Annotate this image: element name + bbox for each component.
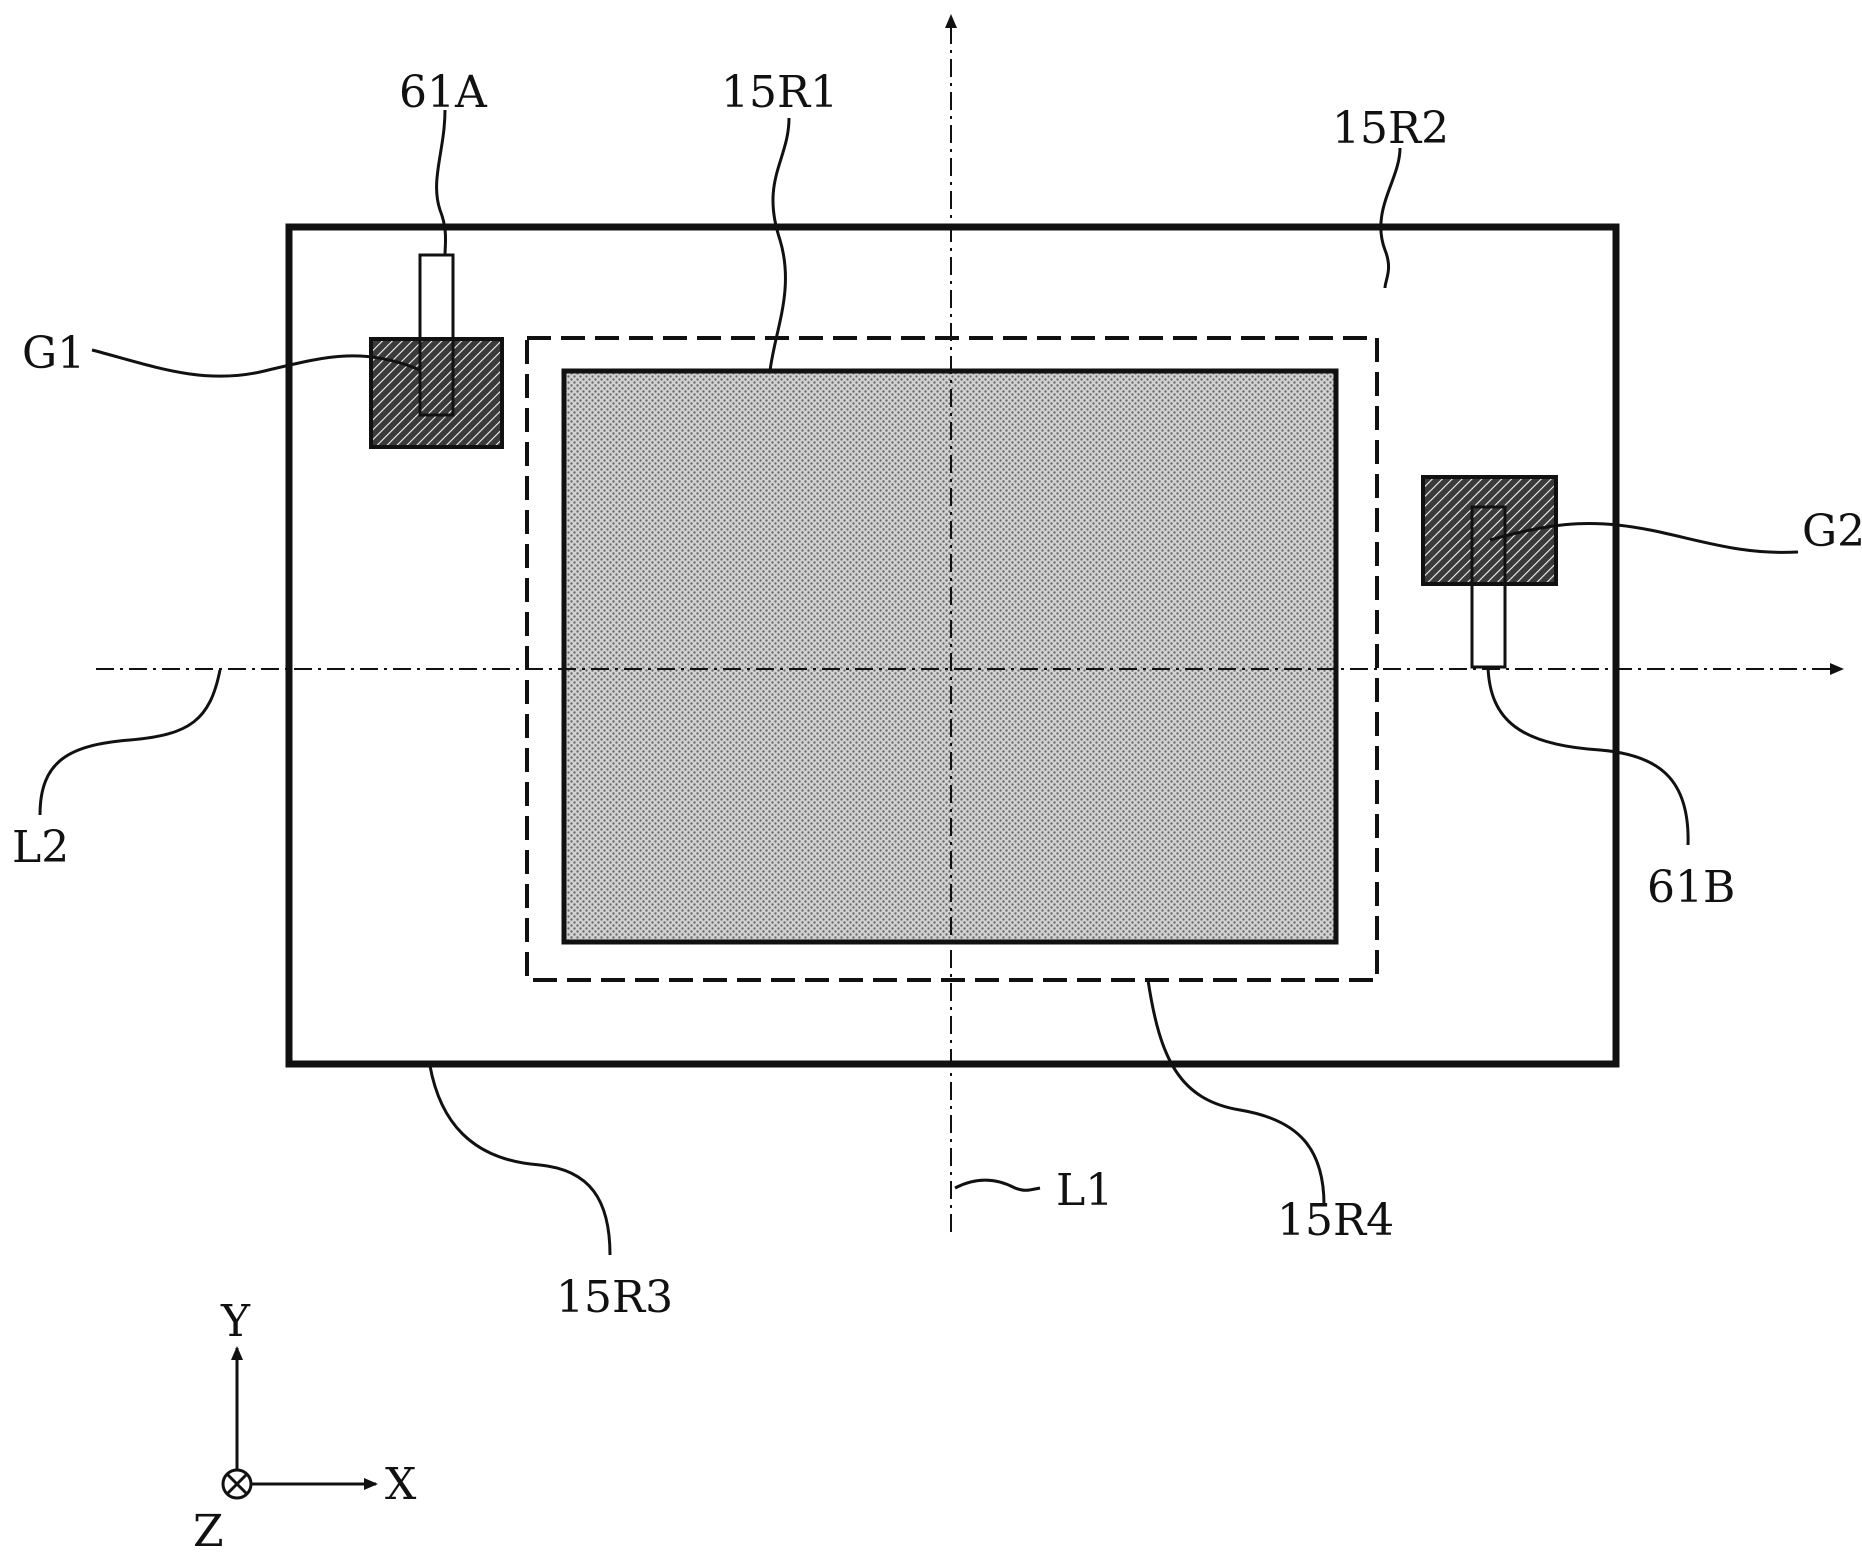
label-15R3: 15R3 [556,1272,673,1323]
coord-label-y: Y [220,1296,251,1347]
outer-boundary-15R3 [285,223,1620,1068]
label-G2: G2 [1802,506,1862,557]
pad-G2 [1421,475,1558,586]
label-L1: L1 [1056,1165,1113,1216]
leader-G1 [91,348,421,378]
label-61B: 61B [1647,862,1735,913]
label-15R4: 15R4 [1277,1195,1394,1246]
leader-61B [1486,666,1690,846]
label-15R1: 15R1 [721,67,838,118]
leader-G2 [1489,521,1799,554]
label-G1: G1 [22,328,85,379]
leader-15R2 [1379,147,1402,289]
leader-15R4 [1146,979,1326,1206]
coord-label-x: X [385,1459,417,1510]
terminal-61A [418,253,455,417]
leader-L1 [954,1178,1041,1192]
label-15R2: 15R2 [1332,103,1449,154]
leader-15R1 [768,117,791,372]
leader-61A [435,109,448,256]
coord-z-into-page-icon [221,1468,253,1500]
leader-L2 [38,669,222,816]
label-61A: 61A [399,67,488,118]
leader-15R3 [428,1065,612,1256]
coord-label-z: Z [193,1506,224,1554]
pad-G1 [369,337,504,449]
label-L2: L2 [12,822,69,873]
